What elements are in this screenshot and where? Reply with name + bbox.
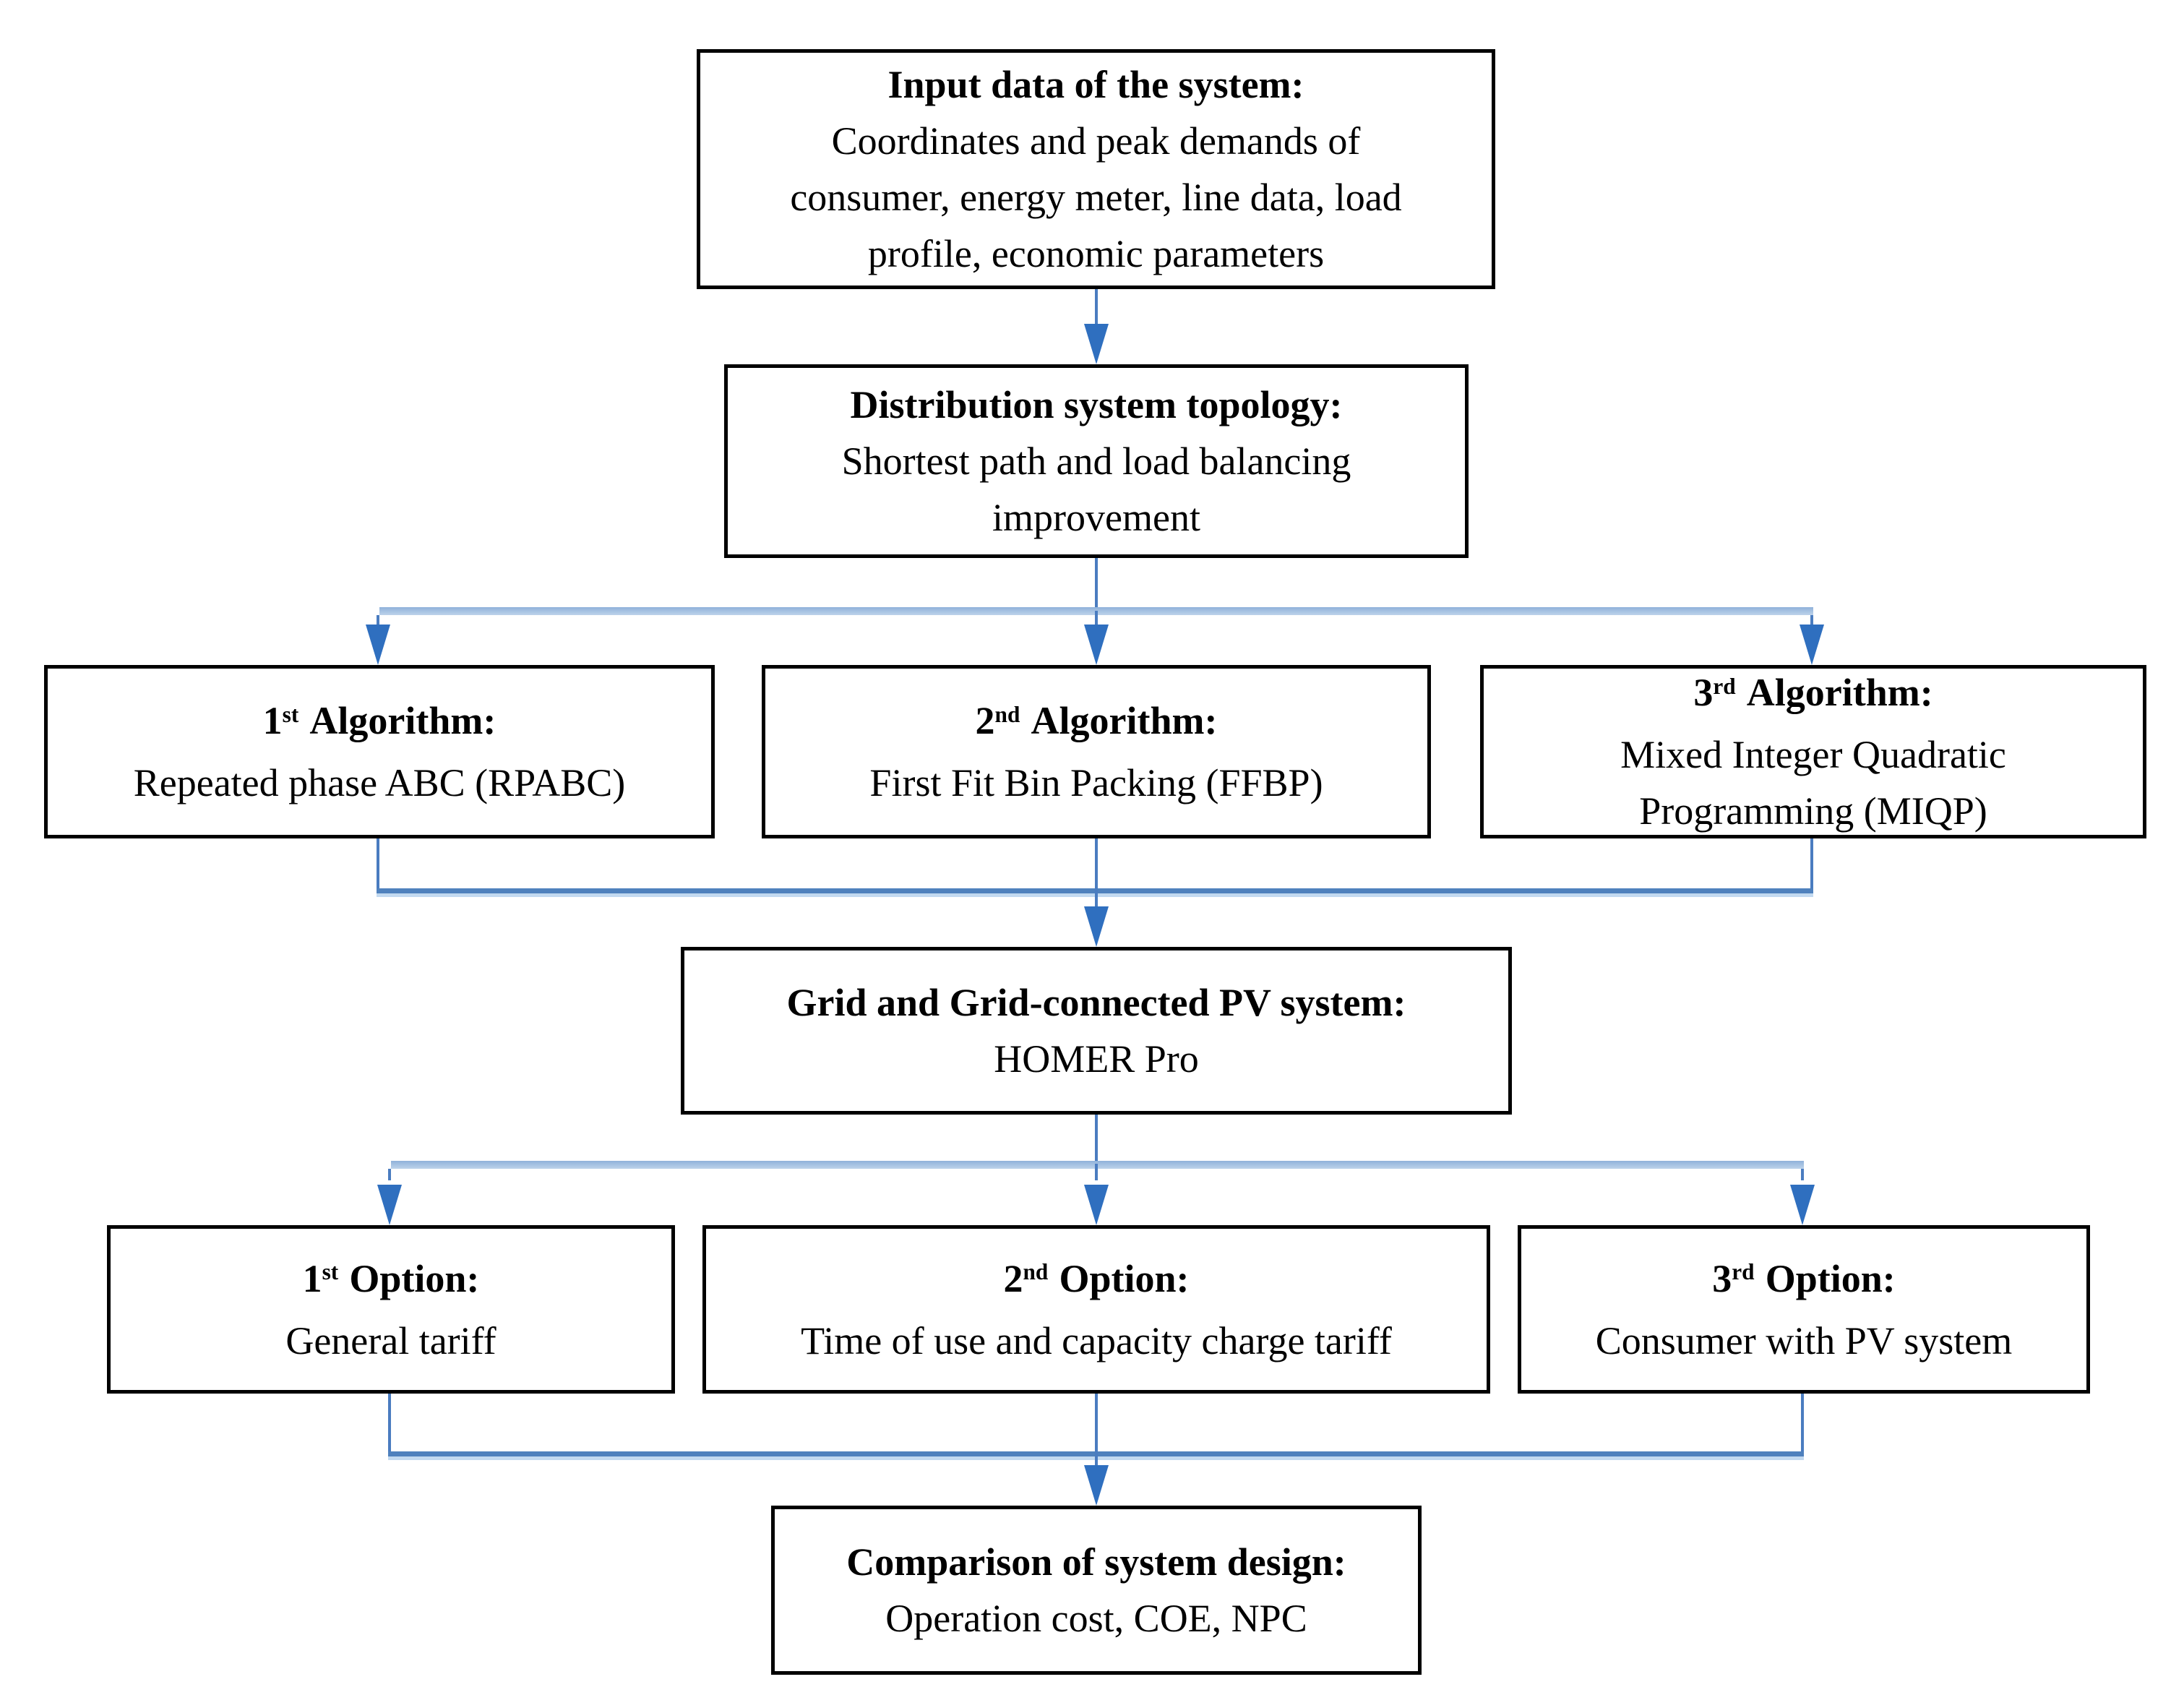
- ordinal: 3: [1712, 1256, 1732, 1300]
- option3-body: Consumer with PV system: [1595, 1318, 2013, 1362]
- option2-box: 2nd Option: Time of use and capacity char…: [702, 1225, 1490, 1394]
- comparison-body: Operation cost, COE, NPC: [885, 1597, 1307, 1640]
- label: Option:: [1765, 1256, 1896, 1300]
- label: Algorithm:: [1746, 671, 1933, 714]
- algorithm3-box: 3rd Algorithm: Mixed Integer Quadratic Pr…: [1480, 665, 2146, 838]
- option2-title: 2nd Option:: [1004, 1250, 1190, 1313]
- connector-topology-branch: [1095, 558, 1098, 611]
- connector-branch-option2: [1095, 1164, 1098, 1180]
- arrow-down-icon: [1084, 906, 1109, 947]
- homer-title: Grid and Grid-connected PV system:: [786, 981, 1406, 1024]
- connector-input-topology: [1095, 289, 1098, 329]
- homer-box: Grid and Grid-connected PV system: HOMER…: [681, 947, 1512, 1115]
- ordinal: 1: [262, 699, 283, 742]
- input-data-body: Coordinates and peak demands of consumer…: [790, 119, 1402, 275]
- label: Algorithm:: [309, 699, 496, 742]
- connector-option1-merge: [388, 1394, 391, 1454]
- input-data-title: Input data of the system:: [887, 63, 1304, 106]
- connector-branch-option3: [1801, 1169, 1804, 1180]
- connector-algo3-merge: [1810, 838, 1813, 891]
- topology-box: Distribution system topology: Shortest p…: [724, 364, 1469, 558]
- comparison-title: Comparison of system design:: [846, 1540, 1346, 1584]
- algorithm2-title: 2nd Algorithm:: [976, 692, 1218, 755]
- topology-title: Distribution system topology:: [850, 383, 1343, 426]
- algorithm1-title: 1st Algorithm:: [263, 692, 496, 755]
- connector-algo1-merge: [377, 838, 379, 891]
- label: Algorithm:: [1031, 699, 1218, 742]
- connector-merge-homer: [1095, 838, 1098, 909]
- connector-branch-algo3: [1810, 615, 1813, 627]
- ordinal: 2: [975, 699, 995, 742]
- algorithm2-box: 2nd Algorithm: First Fit Bin Packing (FFB…: [762, 665, 1431, 838]
- arrow-down-icon: [1084, 1465, 1109, 1506]
- option1-title: 1st Option:: [303, 1250, 480, 1313]
- arrow-down-icon: [1084, 625, 1109, 665]
- topology-body: Shortest path and load balancing improve…: [841, 439, 1351, 539]
- ordinal-suffix: rd: [1713, 673, 1736, 699]
- arrow-down-icon: [377, 1185, 402, 1225]
- connector-homer-branch: [1095, 1115, 1098, 1164]
- input-data-box: Input data of the system: Coordinates an…: [697, 49, 1495, 289]
- ordinal-suffix: rd: [1732, 1259, 1755, 1285]
- option1-box: 1st Option: General tariff: [107, 1225, 675, 1394]
- ordinal: 3: [1693, 671, 1714, 714]
- connector-option3-merge: [1801, 1394, 1804, 1454]
- comparison-box: Comparison of system design: Operation c…: [771, 1506, 1422, 1675]
- ordinal-suffix: nd: [994, 701, 1020, 727]
- arrow-down-icon: [366, 625, 390, 665]
- option2-body: Time of use and capacity charge tariff: [801, 1318, 1392, 1362]
- option1-body: General tariff: [285, 1318, 496, 1362]
- arrow-down-icon: [1084, 1185, 1109, 1225]
- connector-merge-comparison: [1095, 1394, 1098, 1467]
- arrow-down-icon: [1084, 324, 1109, 364]
- label: Option:: [1059, 1256, 1190, 1300]
- algorithm1-body: Repeated phase ABC (RPABC): [133, 761, 626, 804]
- algorithm2-body: First Fit Bin Packing (FFBP): [869, 761, 1323, 804]
- arrow-down-icon: [1800, 625, 1824, 665]
- connector-branch-option1: [388, 1169, 391, 1180]
- ordinal: 1: [302, 1256, 322, 1300]
- connector-branch-algo1: [377, 615, 379, 627]
- algorithm3-title: 3rd Algorithm:: [1693, 664, 1933, 726]
- label: Option:: [349, 1256, 480, 1300]
- option3-box: 3rd Option: Consumer with PV system: [1518, 1225, 2090, 1394]
- arrow-down-icon: [1790, 1185, 1815, 1225]
- connector-branch-algo2: [1095, 611, 1098, 627]
- algorithm1-box: 1st Algorithm: Repeated phase ABC (RPABC): [44, 665, 715, 838]
- option3-title: 3rd Option:: [1712, 1250, 1895, 1313]
- algorithm3-body: Mixed Integer Quadratic Programming (MIQ…: [1620, 733, 2006, 833]
- homer-body: HOMER Pro: [994, 1037, 1199, 1081]
- ordinal-suffix: nd: [1023, 1259, 1049, 1285]
- ordinal-suffix: st: [322, 1259, 339, 1285]
- ordinal-suffix: st: [282, 701, 299, 727]
- ordinal: 2: [1003, 1256, 1023, 1300]
